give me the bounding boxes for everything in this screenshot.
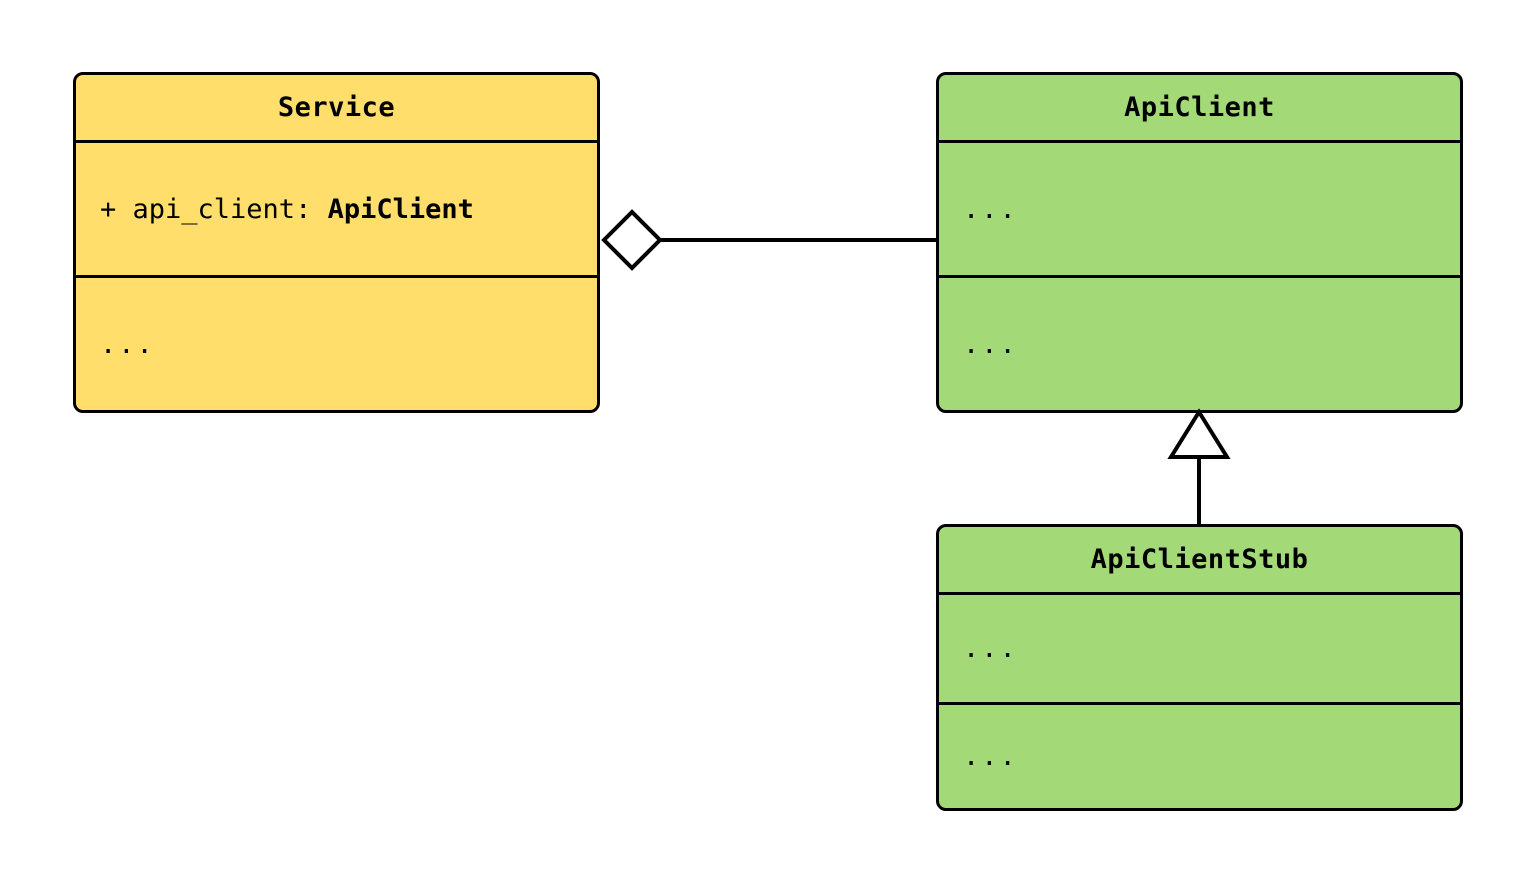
methods-ellipsis: ... [963, 741, 1018, 772]
class-methods-apiclient: ... [939, 275, 1460, 410]
class-attributes-apiclient: ... [939, 140, 1460, 275]
class-title-apiclientstub: ApiClientStub [1090, 544, 1309, 575]
edge-generalization-stub-apiclient [1167, 408, 1231, 524]
attribute-row: + api_client: ApiClient [76, 143, 597, 275]
attribute-signature: + api_client: [100, 193, 328, 225]
attributes-ellipsis: ... [963, 193, 1018, 225]
class-title-apiclient: ApiClient [1124, 92, 1275, 123]
class-methods-apiclientstub: ... [939, 702, 1460, 808]
uml-class-service[interactable]: Service + api_client: ApiClient ... [73, 72, 600, 413]
uml-class-apiclient[interactable]: ApiClient ... ... [936, 72, 1463, 413]
edge-aggregation-service-apiclient [601, 209, 936, 271]
uml-class-apiclientstub[interactable]: ApiClientStub ... ... [936, 524, 1463, 811]
attributes-ellipsis: ... [963, 633, 1018, 664]
methods-ellipsis: ... [100, 328, 155, 360]
class-methods-service: ... [76, 275, 597, 410]
class-title-service: Service [277, 92, 396, 123]
methods-ellipsis: ... [963, 328, 1018, 360]
hollow-diamond-icon [601, 209, 663, 271]
hollow-triangle-icon [1167, 408, 1231, 459]
class-attributes-service: + api_client: ApiClient [76, 140, 597, 275]
attribute-type: ApiClient [327, 193, 474, 225]
class-attributes-apiclientstub: ... [939, 592, 1460, 702]
